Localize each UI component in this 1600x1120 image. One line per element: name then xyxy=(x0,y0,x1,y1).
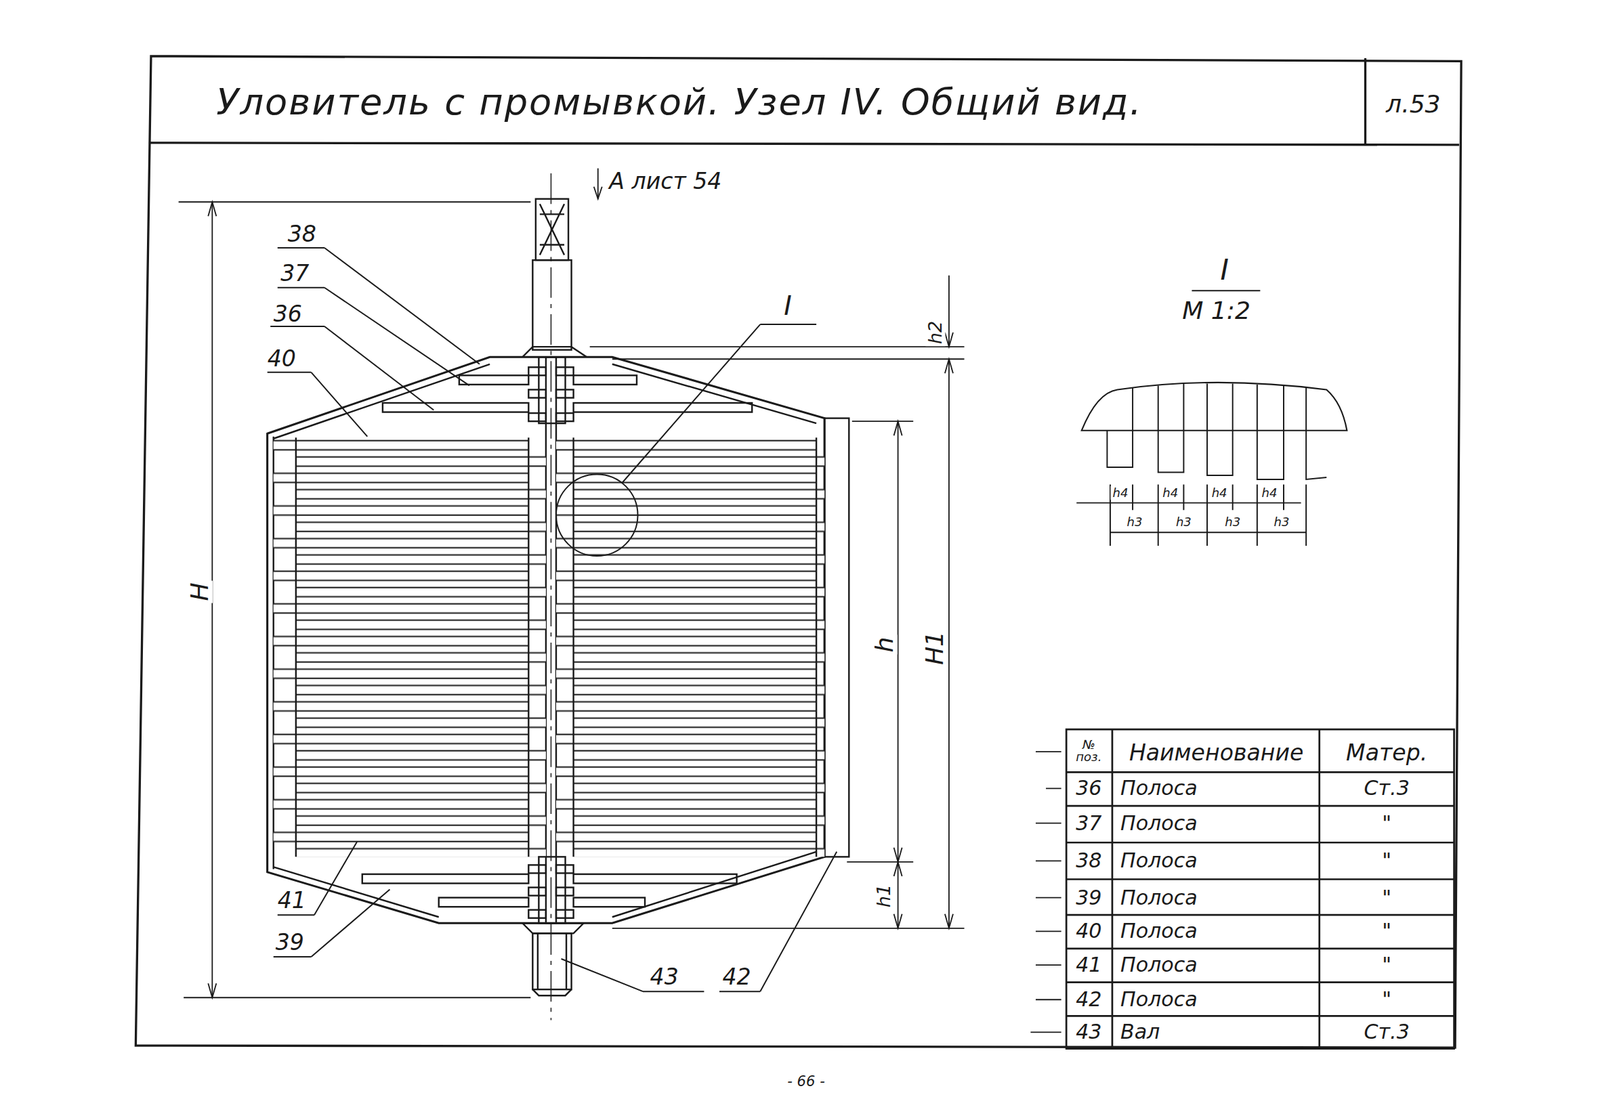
table-cell: Ст.3 xyxy=(1364,778,1410,799)
table-cell: Полоса xyxy=(1120,888,1198,909)
table-cell: " xyxy=(1381,888,1392,909)
view-reference: А лист 54 xyxy=(608,170,722,194)
detail-marker: I xyxy=(783,292,792,320)
dimension-label: h4 xyxy=(1160,486,1181,500)
dimension-label: H xyxy=(186,580,213,603)
table-cell: 36 xyxy=(1075,778,1102,799)
table-cell: 40 xyxy=(1075,921,1102,942)
detail-title: I xyxy=(1219,256,1229,285)
table-cell: Ст.3 xyxy=(1364,1022,1410,1043)
page-number: - 66 - xyxy=(787,1074,825,1089)
table-cell: 42 xyxy=(1075,989,1102,1010)
table-header: Матер. xyxy=(1345,741,1428,765)
callout-number: 36 xyxy=(273,302,303,326)
table-cell: 39 xyxy=(1075,888,1102,909)
dimension-label: h3 xyxy=(1125,515,1145,530)
table-cell: " xyxy=(1381,921,1392,942)
dimension-label: h3 xyxy=(1272,515,1292,530)
dimension-label: h4 xyxy=(1259,486,1279,500)
table-cell: " xyxy=(1381,989,1392,1010)
dimension-label: h4 xyxy=(1110,486,1131,500)
table-cell: Вал xyxy=(1120,1022,1160,1043)
callout-number: 40 xyxy=(267,348,297,371)
dimension-label: h2 xyxy=(925,319,946,347)
dimension-label: H1 xyxy=(921,628,948,667)
table-cell: Полоса xyxy=(1120,778,1198,799)
scale-label: М 1:2 xyxy=(1182,298,1251,324)
callout-number: 42 xyxy=(722,966,752,989)
table-header: № поз. xyxy=(1068,739,1109,764)
table-cell: 38 xyxy=(1075,850,1102,872)
table-cell: " xyxy=(1381,813,1392,834)
callout-number: 38 xyxy=(287,223,317,246)
table-cell: " xyxy=(1381,850,1392,872)
callout-number: 39 xyxy=(275,931,305,954)
dimension-label: h3 xyxy=(1173,515,1194,530)
table-cell: 41 xyxy=(1075,955,1102,976)
table-cell: " xyxy=(1381,955,1392,976)
callout-number: 37 xyxy=(280,262,309,285)
table-cell: Полоса xyxy=(1120,955,1198,976)
dimension-label: h3 xyxy=(1222,515,1243,530)
table-cell: Полоса xyxy=(1120,921,1198,942)
table-cell: 43 xyxy=(1075,1022,1102,1043)
table-cell: Полоса xyxy=(1120,989,1198,1010)
callout-number: 43 xyxy=(650,966,679,989)
callout-number: 41 xyxy=(277,890,307,913)
table-cell: Полоса xyxy=(1120,850,1198,872)
table-header: Наименование xyxy=(1129,741,1304,765)
dimension-label: h4 xyxy=(1209,486,1230,500)
dimension-label: h1 xyxy=(873,881,894,910)
drawing-title: Уловитель с промывкой. Узел IV. Общий ви… xyxy=(216,83,1143,121)
table-cell: Полоса xyxy=(1120,813,1198,834)
dimension-label: h xyxy=(871,635,898,656)
sheet-number: л.53 xyxy=(1385,92,1441,117)
table-cell: 37 xyxy=(1075,813,1102,834)
